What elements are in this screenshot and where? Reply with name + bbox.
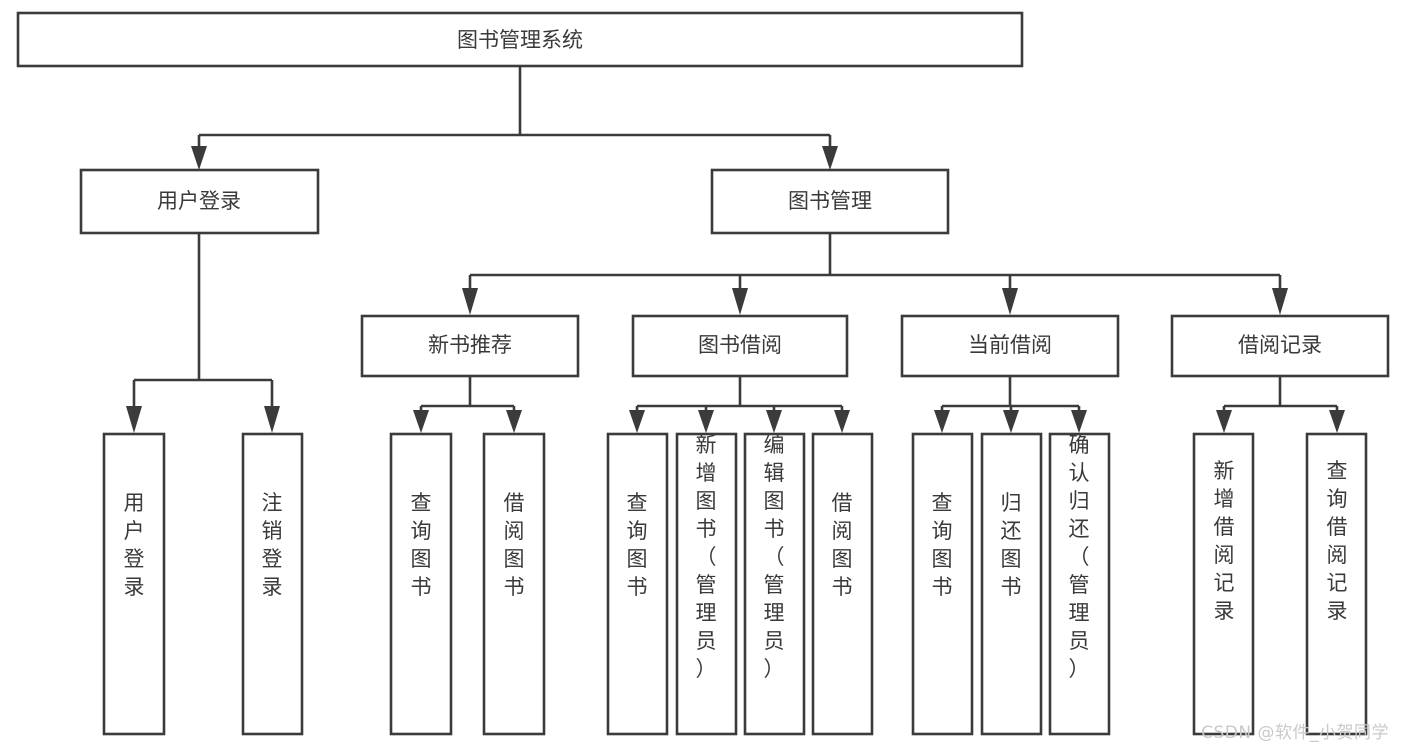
node-book-borrow-label: 图书借阅 xyxy=(698,333,782,357)
arrow-book-borrow-leaf-1 xyxy=(629,410,645,433)
leaf-borrow-record-1-label: 新增借阅记录 xyxy=(1214,459,1235,623)
node-root-system[interactable]: 图书管理系统 xyxy=(16,11,1024,68)
node-current-borrow[interactable]: 当前借阅 xyxy=(900,314,1120,378)
arrow-book-borrow xyxy=(732,288,748,315)
arrow-current-borrow-leaf-2 xyxy=(1003,410,1019,433)
leaf-borrow-record-1[interactable]: 新增借阅记录 xyxy=(1192,432,1255,736)
node-borrow-record-box[interactable] xyxy=(1170,314,1390,378)
arrow-current-borrow-leaf-1 xyxy=(934,410,950,433)
node-borrow-record-label: 借阅记录 xyxy=(1238,333,1322,357)
leaf-new-book-1-label: 查询图书 xyxy=(411,491,432,599)
node-book-manage[interactable]: 图书管理 xyxy=(710,168,950,235)
arrow-borrow-record-leaf-1 xyxy=(1216,410,1232,433)
arrow-borrow-record xyxy=(1272,288,1288,315)
node-new-book-recommend-label: 新书推荐 xyxy=(428,333,512,357)
leaf-book-borrow-4-box[interactable] xyxy=(811,432,874,736)
node-book-manage-box[interactable] xyxy=(710,168,950,235)
leaf-current-borrow-3-label: 确认归还（管理员） xyxy=(1069,433,1090,681)
leaf-current-borrow-3-box[interactable] xyxy=(1048,432,1111,736)
leaf-current-borrow-1-box[interactable] xyxy=(911,432,974,736)
leaf-book-borrow-1[interactable]: 查询图书 xyxy=(606,432,669,736)
node-new-book-recommend[interactable]: 新书推荐 xyxy=(360,314,580,378)
leaf-current-borrow-1-label: 查询图书 xyxy=(932,491,953,599)
node-book-manage-label: 图书管理 xyxy=(788,189,872,213)
arrow-new-book xyxy=(462,288,478,315)
arrow-book-manage xyxy=(822,146,838,170)
node-current-borrow-box[interactable] xyxy=(900,314,1120,378)
leaf-book-borrow-3-box[interactable] xyxy=(743,432,806,736)
leaf-new-book-2[interactable]: 借阅图书 xyxy=(482,432,546,736)
leaf-new-book-2-label: 借阅图书 xyxy=(504,491,525,599)
leaf-user-login-1-label: 用户登录 xyxy=(124,491,145,599)
leaf-user-login-1-box[interactable] xyxy=(102,432,166,736)
node-book-borrow-box[interactable] xyxy=(631,314,849,378)
leaf-current-borrow-3[interactable]: 确认归还（管理员） xyxy=(1048,432,1111,736)
leaf-book-borrow-2-label: 新增图书（管理员） xyxy=(696,433,717,681)
leaf-user-login-1[interactable]: 用户登录 xyxy=(102,432,166,736)
leaf-current-borrow-2-box[interactable] xyxy=(980,432,1043,736)
arrow-user-login xyxy=(191,146,207,170)
arrow-new-book-leaf-2 xyxy=(506,410,522,433)
leaf-borrow-record-2-label: 查询借阅记录 xyxy=(1327,459,1348,623)
arrow-user-leaf-2 xyxy=(264,406,280,433)
arrow-borrow-record-leaf-2 xyxy=(1329,410,1345,433)
leaf-book-borrow-1-label: 查询图书 xyxy=(627,491,648,599)
leaf-new-book-1-box[interactable] xyxy=(389,432,453,736)
leaf-book-borrow-4-label: 借阅图书 xyxy=(832,491,853,599)
leaf-book-borrow-2-box[interactable] xyxy=(675,432,738,736)
leaf-borrow-record-2-box[interactable] xyxy=(1305,432,1368,736)
leaf-user-login-2[interactable]: 注销登录 xyxy=(241,432,304,736)
leaf-current-borrow-2[interactable]: 归还图书 xyxy=(980,432,1043,736)
node-current-borrow-label: 当前借阅 xyxy=(968,333,1052,357)
leaf-user-login-2-label: 注销登录 xyxy=(262,491,283,599)
leaf-new-book-2-box[interactable] xyxy=(482,432,546,736)
arrow-current-borrow-leaf-3 xyxy=(1071,410,1087,433)
arrow-user-leaf-1 xyxy=(126,406,142,433)
leaf-book-borrow-4[interactable]: 借阅图书 xyxy=(811,432,874,736)
node-book-borrow[interactable]: 图书借阅 xyxy=(631,314,849,378)
node-root-system-box[interactable] xyxy=(16,11,1024,68)
leaf-borrow-record-2[interactable]: 查询借阅记录 xyxy=(1305,432,1368,736)
node-user-login[interactable]: 用户登录 xyxy=(79,168,320,235)
leaf-new-book-1[interactable]: 查询图书 xyxy=(389,432,453,736)
leaf-current-borrow-2-label: 归还图书 xyxy=(1001,491,1022,599)
node-root-system-label: 图书管理系统 xyxy=(457,28,583,52)
arrow-new-book-leaf-1 xyxy=(413,410,429,433)
leaf-book-borrow-2[interactable]: 新增图书（管理员） xyxy=(675,432,738,736)
leaf-book-borrow-1-box[interactable] xyxy=(606,432,669,736)
connector-layer xyxy=(126,66,1345,433)
leaf-book-borrow-3[interactable]: 编辑图书（管理员） xyxy=(743,432,806,736)
arrow-book-borrow-leaf-3 xyxy=(766,410,782,433)
leaf-book-borrow-3-label: 编辑图书（管理员） xyxy=(764,433,785,681)
leaf-borrow-record-1-box[interactable] xyxy=(1192,432,1255,736)
arrow-book-borrow-leaf-2 xyxy=(698,410,714,433)
leaf-user-login-2-box[interactable] xyxy=(241,432,304,736)
csdn-watermark: CSDN @软件_小贺同学 xyxy=(1201,723,1389,743)
node-new-book-recommend-box[interactable] xyxy=(360,314,580,378)
node-borrow-record[interactable]: 借阅记录 xyxy=(1170,314,1390,378)
leaf-current-borrow-1[interactable]: 查询图书 xyxy=(911,432,974,736)
arrow-book-borrow-leaf-4 xyxy=(834,410,850,433)
node-user-login-box[interactable] xyxy=(79,168,320,235)
arrow-current-borrow xyxy=(1002,288,1018,315)
node-user-login-label: 用户登录 xyxy=(157,189,241,213)
